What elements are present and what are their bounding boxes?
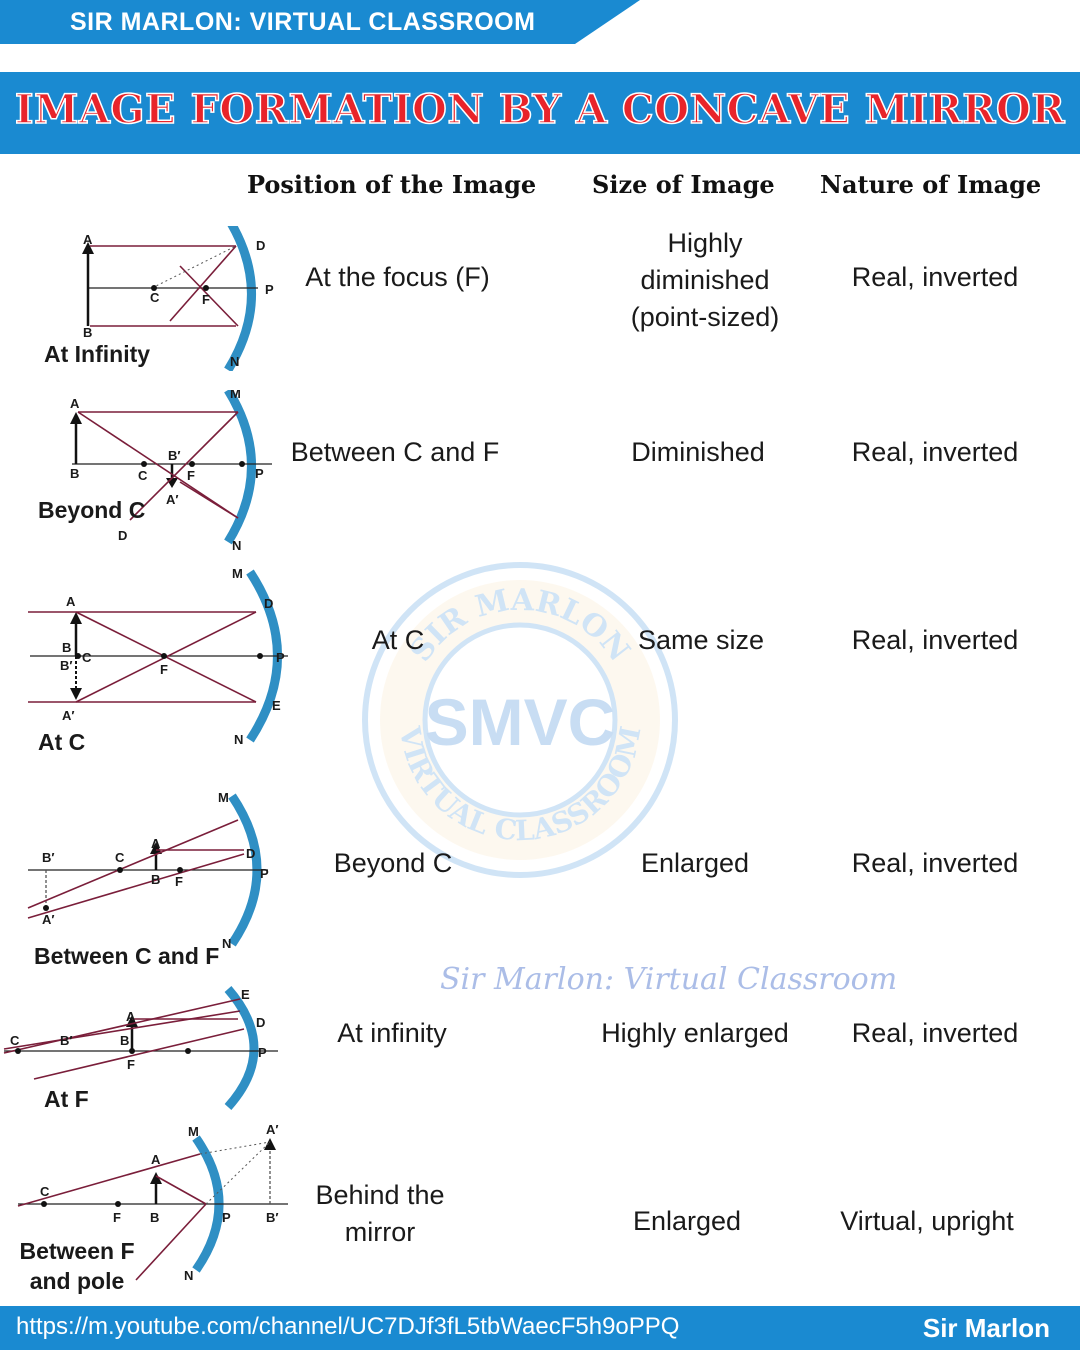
- page-title: IMAGE FORMATION BY A CONCAVE MIRROR: [14, 85, 1066, 134]
- ray-diagram-between-f-and-pole: C F B A M P A′ B′ N: [17, 1122, 288, 1283]
- svg-text:P: P: [255, 466, 264, 481]
- svg-text:B′: B′: [168, 448, 181, 463]
- ray-diagram-at-f: C B′ A B F E D P: [3, 986, 278, 1110]
- nature-cell: Real, inverted: [851, 437, 1019, 467]
- svg-text:D: D: [256, 1015, 265, 1030]
- case-label: At Infinity: [44, 341, 151, 367]
- watermark-monogram: SMVC: [425, 685, 616, 759]
- position-cell: At C: [371, 625, 425, 655]
- ray-diagram-at-infinity: A B C F D P N: [82, 226, 274, 371]
- svg-text:B: B: [120, 1033, 129, 1048]
- size-cell: Diminished: [631, 437, 765, 467]
- svg-text:F: F: [175, 874, 183, 889]
- size-cell: Highly enlarged: [601, 1018, 789, 1048]
- svg-text:A′: A′: [62, 708, 75, 723]
- ray-diagram-beyond-c: A B C F B′ A′ M P N D: [70, 390, 272, 550]
- nature-cell: Virtual, upright: [840, 1206, 1014, 1236]
- svg-text:E: E: [241, 987, 250, 1002]
- position-cell: Behind the mirror: [315, 1180, 445, 1247]
- svg-text:B: B: [151, 872, 160, 887]
- footer-author: Sir Marlon: [922, 1313, 1050, 1343]
- svg-text:B: B: [62, 640, 71, 655]
- nature-cell: Real, inverted: [851, 1018, 1019, 1048]
- svg-text:A′: A′: [266, 1122, 279, 1137]
- svg-text:A: A: [151, 1152, 161, 1167]
- column-header-size: Size of Image: [592, 170, 775, 199]
- svg-text:P: P: [265, 282, 274, 297]
- svg-text:B: B: [83, 325, 92, 340]
- svg-text:N: N: [184, 1268, 193, 1283]
- svg-text:A: A: [66, 594, 76, 609]
- svg-text:F: F: [113, 1210, 121, 1225]
- svg-text:D: D: [246, 846, 255, 861]
- script-watermark: Sir Marlon: Virtual Classroom: [440, 962, 898, 997]
- svg-text:C: C: [115, 850, 125, 865]
- svg-text:N: N: [232, 538, 241, 550]
- column-header-position: Position of the Image: [247, 170, 537, 199]
- svg-text:B: B: [70, 466, 79, 481]
- footer-bar: [0, 1306, 1080, 1350]
- brand-label: SIR MARLON: VIRTUAL CLASSROOM: [70, 8, 536, 36]
- svg-text:C: C: [82, 650, 92, 665]
- svg-text:A: A: [70, 396, 80, 411]
- channel-link[interactable]: https://m.youtube.com/channel/UC7DJf3fL5…: [16, 1313, 680, 1340]
- svg-text:F: F: [187, 468, 195, 483]
- svg-text:M: M: [232, 566, 243, 581]
- size-cell: Enlarged: [632, 1206, 742, 1236]
- svg-text:A′: A′: [166, 492, 179, 507]
- position-cell: Between C and F: [290, 437, 500, 467]
- svg-text:N: N: [230, 354, 239, 369]
- svg-text:F: F: [127, 1057, 135, 1072]
- svg-text:B′: B′: [60, 658, 73, 673]
- svg-text:C: C: [10, 1033, 20, 1048]
- case-label: Between F and pole: [19, 1238, 135, 1294]
- case-label: At F: [44, 1086, 89, 1112]
- brand-banner: [0, 0, 640, 44]
- case-label: Between C and F: [34, 943, 220, 969]
- nature-cell: Real, inverted: [851, 848, 1019, 878]
- svg-text:A′: A′: [42, 912, 55, 927]
- svg-text:A: A: [83, 232, 93, 247]
- svg-text:N: N: [234, 732, 243, 746]
- size-cell: Highly diminished (point-sized): [630, 228, 780, 332]
- size-cell: Same size: [637, 625, 765, 655]
- nature-cell: Real, inverted: [851, 262, 1019, 292]
- svg-text:F: F: [160, 662, 168, 677]
- size-cell: Enlarged: [640, 848, 750, 878]
- svg-text:C: C: [138, 468, 148, 483]
- column-header-nature: Nature of Image: [820, 170, 1042, 199]
- svg-text:B′: B′: [266, 1210, 279, 1225]
- svg-text:C: C: [40, 1184, 50, 1199]
- case-label: At C: [38, 729, 86, 755]
- svg-text:D: D: [256, 238, 265, 253]
- svg-text:E: E: [272, 698, 281, 713]
- svg-text:B′: B′: [42, 850, 55, 865]
- svg-text:A: A: [126, 1009, 136, 1024]
- svg-text:P: P: [258, 1045, 267, 1060]
- svg-text:N: N: [222, 936, 231, 950]
- position-cell: Beyond C: [333, 848, 453, 878]
- svg-text:M: M: [230, 390, 241, 401]
- ray-diagram-at-c: A B B′ C F A′ M D P E N: [28, 566, 288, 746]
- ray-diagram-between-c-and-f: B′ C A B F A′ M D P N: [27, 790, 269, 950]
- svg-text:D: D: [118, 528, 127, 543]
- watermark-seal: SIR MARLON SMVC VIRTUAL CLASSROOM: [362, 562, 678, 878]
- svg-text:B: B: [150, 1210, 159, 1225]
- svg-text:B′: B′: [60, 1033, 73, 1048]
- svg-text:A: A: [151, 836, 161, 851]
- svg-text:P: P: [222, 1210, 231, 1225]
- case-label: Beyond C: [38, 497, 146, 523]
- svg-text:P: P: [276, 650, 285, 665]
- svg-text:M: M: [218, 790, 229, 805]
- svg-text:M: M: [188, 1124, 199, 1139]
- svg-text:F: F: [202, 292, 210, 307]
- position-cell: At the focus (F): [305, 262, 490, 292]
- position-cell: At infinity: [337, 1018, 447, 1048]
- nature-cell: Real, inverted: [851, 625, 1019, 655]
- svg-text:P: P: [260, 866, 269, 881]
- title-band: [0, 72, 1080, 154]
- svg-text:D: D: [264, 596, 273, 611]
- svg-text:C: C: [150, 290, 160, 305]
